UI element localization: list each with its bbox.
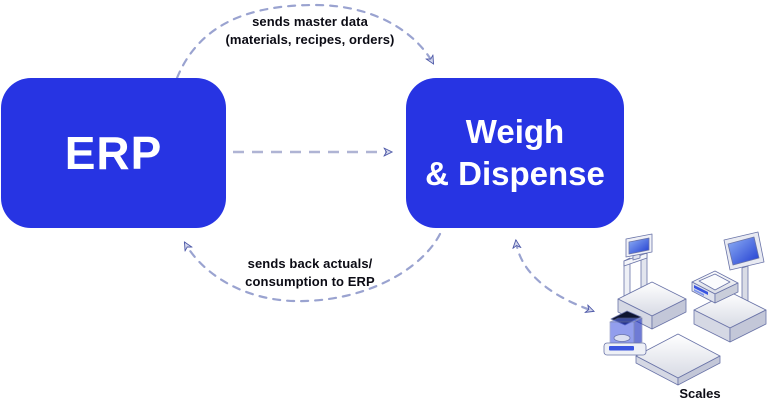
erp-label: ERP [64,127,163,179]
bench-scale [691,270,739,304]
scales-label: Scales [679,386,721,401]
scales-illustration [603,231,767,386]
weigh-dispense-node: Weigh & Dispense [406,78,624,228]
analytical-balance [603,310,647,356]
master-data-label-line2: (materials, recipes, orders) [225,32,395,48]
weigh-dispense-label-line2: & Dispense [425,155,605,192]
arrow-wd-to-scales [516,241,593,311]
master-data-label-line1: sends master data [252,14,368,29]
actuals-label-line1: sends back actuals/ [247,256,373,271]
erp-node: ERP [1,78,226,228]
weigh-dispense-label-line1: Weigh [465,113,565,151]
arrow-wd-to-erp-actuals [183,232,442,303]
actuals-label-line2: consumption to ERP [245,274,375,290]
floor-scale [635,333,721,386]
arrow-erp-to-wd-master-data [175,3,435,80]
master-data-connector-label: sends master data (materials, recipes, o… [200,13,420,49]
actuals-connector-label: sends back actuals/ consumption to ERP [200,255,420,291]
